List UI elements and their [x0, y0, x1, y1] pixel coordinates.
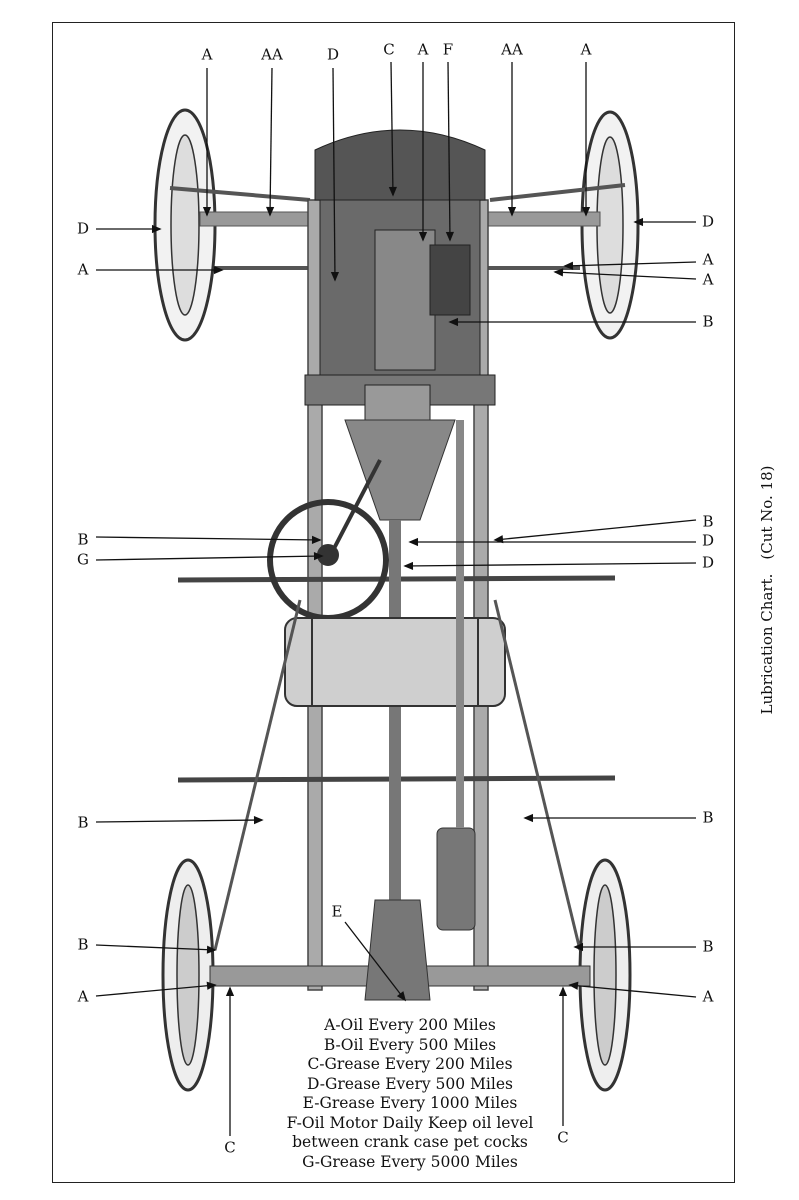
callout-arrow [494, 519, 697, 541]
callout-label-c: C [557, 1128, 569, 1147]
arrowhead-icon [633, 217, 644, 227]
callout-label-b: B [702, 808, 714, 827]
caption-title: Lubrication Chart. [758, 573, 776, 715]
callout-label-a: A [77, 987, 89, 1006]
callout-arrow [332, 67, 336, 281]
callout-label-d: D [701, 212, 715, 231]
arrowhead-icon [253, 816, 264, 825]
callout-label-aa: AA [501, 40, 523, 59]
callout-label-d: D [326, 45, 340, 64]
legend-item-d: D-Grease Every 500 Miles [307, 1074, 513, 1093]
callout-label-a: A [702, 270, 714, 289]
front-right-wheel [580, 110, 640, 340]
dashboard [304, 374, 496, 426]
arrowhead-icon [418, 231, 428, 242]
engine [319, 199, 481, 376]
arrowhead-icon [266, 206, 275, 217]
arrowhead-icon [396, 991, 407, 1002]
callout-label-b: B [77, 813, 89, 832]
callout-arrow [95, 984, 216, 997]
callout-label-g: G [77, 550, 89, 569]
arrowhead-icon [523, 813, 534, 823]
arrowhead-icon [388, 186, 397, 197]
callout-label-d: D [701, 531, 715, 550]
arrowhead-icon [311, 535, 322, 544]
radius-rods [213, 599, 582, 951]
arrowhead-icon [403, 561, 414, 571]
arrowhead-icon [151, 224, 162, 234]
callout-arrow [554, 271, 697, 280]
legend-item-a: A-Oil Every 200 Miles [324, 1016, 496, 1034]
arrowhead-icon [206, 945, 217, 954]
callout-label-a: A [702, 987, 714, 1006]
callout-label-b: B [702, 937, 714, 956]
callout-arrow [404, 562, 697, 567]
callout-arrow [95, 944, 216, 951]
arrowhead-icon [330, 271, 340, 282]
legend-item-f: F-Oil Motor Daily Keep oil level [286, 1113, 534, 1132]
page-border [52, 22, 735, 1183]
legend-item-b: B-Oil Every 500 Miles [323, 1035, 497, 1054]
callout-arrow [269, 67, 273, 216]
arrowhead-icon [206, 981, 217, 990]
callout-arrow [390, 61, 394, 196]
arrowhead-icon [573, 942, 584, 952]
callout-arrow [564, 261, 697, 267]
transmission [344, 419, 456, 521]
legend-item-g: G-Grease Every 5000 Miles [302, 1152, 518, 1171]
arrowhead-icon [558, 986, 568, 997]
radiator [314, 129, 486, 201]
callout-label-f: F [442, 40, 454, 59]
callout-arrow [95, 819, 263, 823]
arrowhead-icon [445, 231, 455, 242]
callout-label-b: B [77, 935, 89, 954]
legend-item-f-continued: between crank case pet cocks [292, 1133, 528, 1151]
callout-label-d: D [76, 219, 90, 238]
arrowhead-icon [553, 268, 564, 277]
arrowhead-icon [202, 206, 212, 217]
callout-label-b: B [702, 312, 714, 331]
callout-label-aa: AA [261, 45, 283, 64]
callout-label-a: A [201, 45, 213, 64]
callout-label-b: B [702, 512, 714, 531]
arrowhead-icon [563, 261, 574, 270]
callout-label-c: C [383, 40, 395, 59]
callout-arrow [447, 61, 451, 241]
arrowhead-icon [493, 535, 504, 544]
arrowhead-icon [507, 206, 517, 217]
callout-label-a: A [417, 40, 429, 59]
legend-item-c: C-Grease Every 200 Miles [307, 1055, 513, 1073]
arrowhead-icon [408, 537, 419, 547]
rear-axle [209, 899, 591, 1001]
legend-item-e: E-Grease Every 1000 Miles [302, 1094, 518, 1112]
callout-label-a: A [580, 40, 592, 59]
arrowhead-icon [313, 552, 324, 561]
callout-label-c: C [224, 1138, 236, 1157]
callout-arrow [569, 984, 697, 998]
arrowhead-icon [225, 986, 235, 997]
callout-label-b: B [77, 530, 89, 549]
lubrication-legend: A-Oil Every 200 Miles B-Oil Every 500 Mi… [230, 1016, 590, 1172]
callout-label-a: A [77, 260, 89, 279]
muffler [436, 827, 476, 931]
arrowhead-icon [213, 265, 224, 275]
callout-label-d: D [701, 553, 715, 572]
callout-label-a: A [702, 250, 714, 269]
figure-caption: Lubrication Chart. (Cut No. 18) [758, 465, 776, 714]
arrowhead-icon [448, 317, 459, 327]
callout-arrow [344, 921, 406, 1001]
callout-arrow [95, 555, 323, 561]
fuel-tank [284, 617, 506, 707]
caption-cut-number: (Cut No. 18) [758, 465, 776, 560]
callout-arrow [95, 536, 321, 541]
rear-left-wheel [161, 858, 215, 1092]
rear-right-wheel [578, 858, 632, 1092]
arrowhead-icon [568, 981, 579, 990]
arrowhead-icon [581, 206, 591, 217]
callout-label-e: E [331, 902, 343, 921]
